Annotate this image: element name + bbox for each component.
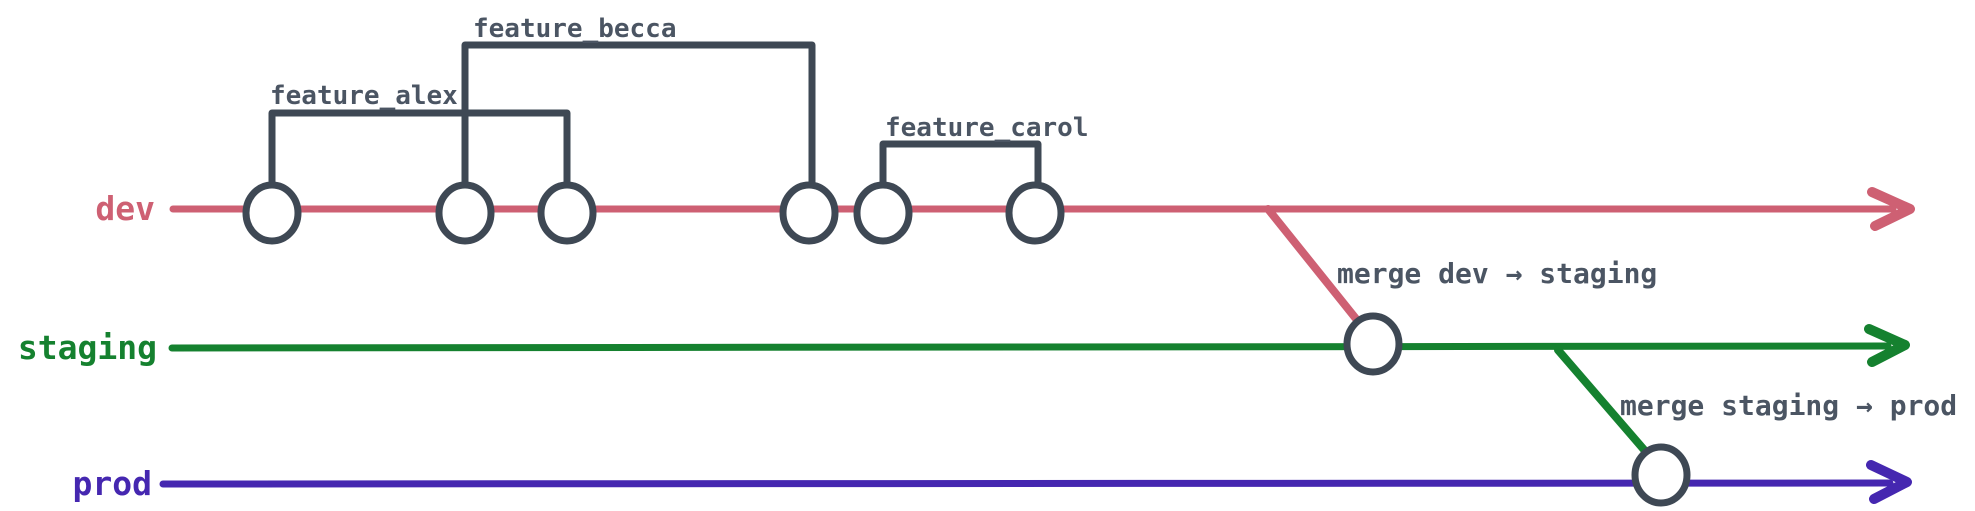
dev-branch-label: dev <box>95 189 155 228</box>
feature-alex-bracket <box>268 109 571 191</box>
commit-node-prod <box>1631 443 1691 507</box>
staging-branch-label: staging <box>18 328 157 367</box>
feature-branch-becca: feature_becca <box>461 14 816 190</box>
dev-arrowhead-icon <box>1867 187 1915 231</box>
commit-node-dev <box>853 181 913 245</box>
merge-dev-staging-label: merge dev → staging <box>1337 257 1657 290</box>
commit-node-dev <box>242 181 302 245</box>
commit-node-dev <box>1005 181 1065 245</box>
commit-node-dev <box>779 181 839 245</box>
prod-branch-line <box>159 479 1894 488</box>
staging-arrowhead-icon <box>1864 324 1910 367</box>
merge-dev-staging-line <box>1264 205 1361 324</box>
merge-staging-prod-label: merge staging → prod <box>1620 389 1957 422</box>
feature-alex-label: feature_alex <box>270 81 458 111</box>
commit-nodes <box>242 181 1691 507</box>
prod-branch-label: prod <box>73 464 152 503</box>
branch-dev: dev <box>95 187 1915 231</box>
merge-dev-to-staging: merge dev → staging <box>1264 205 1657 324</box>
branch-staging: staging <box>18 324 1910 367</box>
feature-carol-label: feature_carol <box>885 113 1089 143</box>
merge-staging-prod-line <box>1554 346 1650 456</box>
feature-branch-alex: feature_alex <box>268 81 571 191</box>
commit-node-dev <box>537 181 597 245</box>
feature-carol-bracket <box>879 140 1042 190</box>
feature-becca-label: feature_becca <box>473 14 677 44</box>
feature-branch-carol: feature_carol <box>879 113 1089 190</box>
commit-node-staging <box>1343 312 1403 376</box>
branch-prod: prod <box>73 460 1912 504</box>
merge-staging-to-prod: merge staging → prod <box>1554 346 1957 456</box>
staging-branch-line <box>168 342 1892 352</box>
commit-node-dev <box>435 181 495 245</box>
prod-arrowhead-icon <box>1866 460 1912 504</box>
